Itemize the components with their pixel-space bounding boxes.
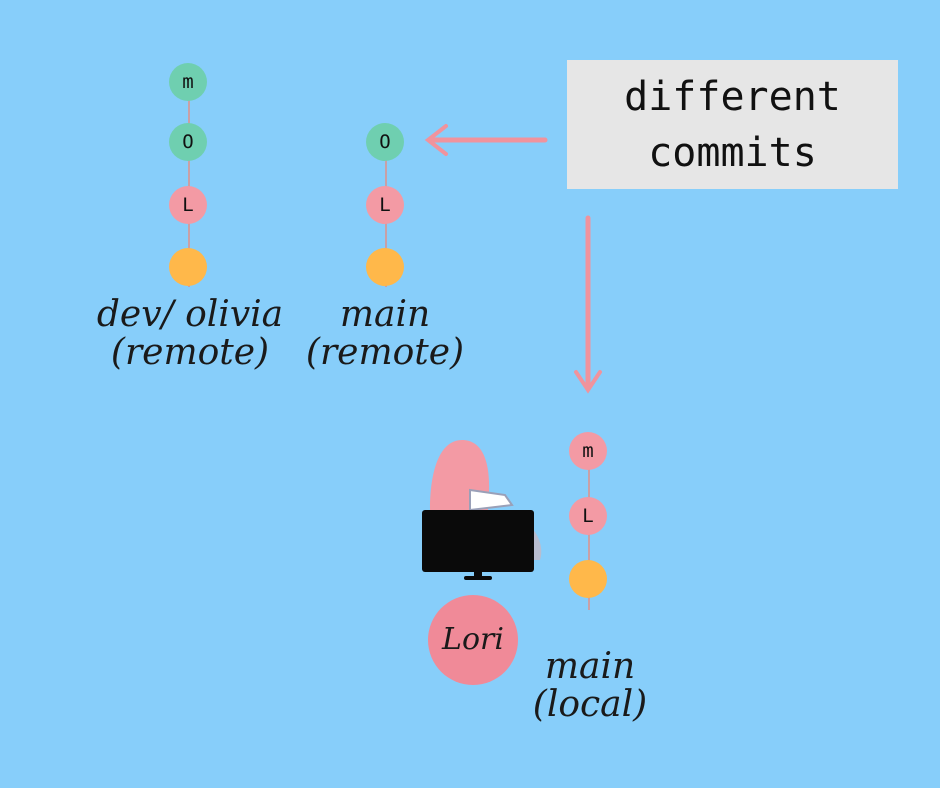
commit-o-dev-olivia[interactable]: O (169, 123, 207, 161)
callout-box: different commits (567, 60, 898, 189)
user-name: Lori (442, 622, 504, 658)
commit-base-main-local[interactable] (569, 560, 607, 598)
branch-name-main-remote: main (339, 294, 431, 335)
arrow-down (574, 215, 602, 394)
callout-line-2: commits (648, 129, 817, 176)
commit-l-main-local[interactable]: L (569, 497, 607, 535)
branch-name-main-local: main (544, 646, 636, 687)
commit-o-main-remote[interactable]: O (366, 123, 404, 161)
branch-location-main-remote: (remote) (305, 331, 465, 373)
branch-label-dev-olivia: dev/ olivia (remote) (80, 296, 300, 372)
commit-m-dev-olivia[interactable]: m (169, 63, 207, 101)
branch-label-main-local: main (local) (510, 648, 670, 724)
commit-base-main-remote[interactable] (366, 248, 404, 286)
dev-olivia-branch-line (188, 82, 190, 287)
commit-l-dev-olivia[interactable]: L (169, 186, 207, 224)
branch-location-main-local: (local) (532, 683, 648, 725)
branch-location-dev-olivia: (remote) (110, 331, 270, 373)
user-avatar: Lori (428, 595, 518, 685)
commit-l-main-remote[interactable]: L (366, 186, 404, 224)
branch-name-dev-olivia: dev/ olivia (96, 294, 284, 335)
callout-line-1: different (624, 73, 841, 120)
commit-m-main-local[interactable]: m (569, 432, 607, 470)
arrow-left (424, 124, 548, 156)
commit-base-dev-olivia[interactable] (169, 248, 207, 286)
developer-illustration (422, 440, 542, 580)
branch-label-main-remote: main (remote) (290, 296, 480, 372)
